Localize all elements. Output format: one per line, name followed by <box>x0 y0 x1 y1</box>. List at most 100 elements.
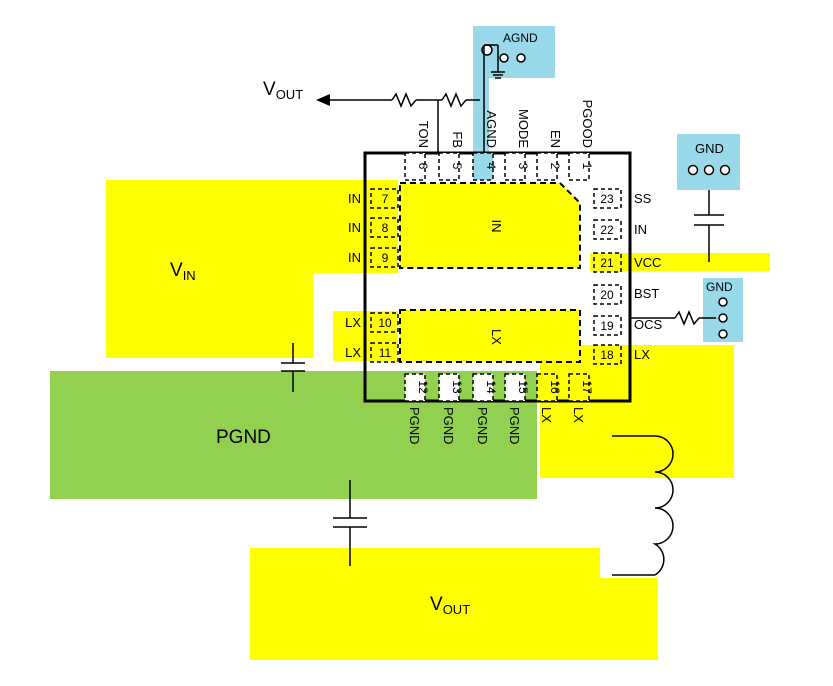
gnd-top-pin-2 <box>703 164 715 176</box>
vin-copper-bridge <box>263 273 313 358</box>
pin-6-name: TON <box>416 121 431 148</box>
pin-13-number: 13 <box>450 380 464 394</box>
pin-16-number: 16 <box>548 380 562 394</box>
pin-15-number: 15 <box>516 380 530 394</box>
pin-23-name: SS <box>634 191 652 206</box>
pin-22-number: 22 <box>600 223 614 237</box>
pin-12-name: PGND <box>407 407 422 445</box>
ic-package-outline <box>363 151 632 403</box>
resistor-1 <box>391 92 417 108</box>
gnd-right-pin-1 <box>718 297 728 307</box>
pin-12-pad <box>404 373 426 402</box>
pin-19-number: 19 <box>600 319 614 333</box>
in-pad-label: IN <box>489 220 504 233</box>
pin-20-pad <box>593 284 622 305</box>
pin-11-name: LX <box>345 345 361 360</box>
pin-2-name: EN <box>548 130 563 148</box>
pin-8-name: IN <box>348 220 361 235</box>
pin-19-name: OCS <box>634 317 663 332</box>
pin-16-pad <box>536 373 558 402</box>
in-exposed-pad <box>399 182 581 269</box>
pin-10-name: LX <box>345 315 361 330</box>
pin-21-name: VCC <box>634 255 661 270</box>
pin-20-name: BST <box>634 286 659 301</box>
pin-16-name: LX <box>539 407 554 423</box>
pin-9-name: IN <box>348 250 361 265</box>
agnd-pin-3 <box>516 53 526 63</box>
pin-8-pad <box>370 217 399 238</box>
pin-12-number: 12 <box>416 380 430 394</box>
vin-label: VIN <box>170 260 196 283</box>
pin-11-number: 11 <box>379 346 392 360</box>
pgnd-label: PGND <box>216 427 271 448</box>
pin-21-pad <box>593 252 622 273</box>
pin-9-number: 9 <box>382 251 389 265</box>
vout-top-label: VOUT <box>263 79 303 102</box>
lx-copper-right <box>540 345 734 478</box>
gnd-connector-1-label: GND <box>695 141 724 156</box>
pin-7-number: 7 <box>382 192 389 206</box>
pin-5-name: FB <box>450 131 465 148</box>
gnd-right-pin-3 <box>718 329 728 339</box>
pin-4-number: 4 <box>484 163 498 170</box>
pin-22-name: IN <box>634 222 647 237</box>
vout-copper-notch <box>600 548 658 578</box>
pin-14-number: 14 <box>484 380 498 394</box>
pin-15-pad <box>504 373 526 402</box>
pin-20-number: 20 <box>600 288 614 302</box>
pin-18-name: LX <box>634 347 650 362</box>
pin-4-pad <box>472 152 494 181</box>
gnd-top-pin-3 <box>719 164 731 176</box>
pin-7-name: IN <box>348 191 361 206</box>
pin-13-pad <box>438 373 460 402</box>
resistor-ocs <box>674 310 700 326</box>
pin-8-number: 8 <box>382 221 389 235</box>
gnd-connector-2-label: GND <box>706 280 733 294</box>
pin-3-number: 3 <box>516 163 530 170</box>
pin-22-pad <box>593 219 622 240</box>
agnd-pin-2 <box>499 53 509 63</box>
agnd-connector-label: AGND <box>503 31 538 45</box>
pin-18-number: 18 <box>600 348 614 362</box>
lx-exposed-pad <box>399 309 581 363</box>
pin-1-name: PGOOD <box>580 100 595 148</box>
pin-13-name: PGND <box>441 407 456 445</box>
vout-copper-pour <box>250 548 658 660</box>
vout-bottom-label: VOUT <box>430 594 470 617</box>
pin-18-pad <box>593 344 622 365</box>
resistor-2 <box>441 92 467 108</box>
vin-copper-pour <box>106 180 263 358</box>
pin-17-pad <box>568 373 590 402</box>
pin-10-pad <box>370 312 399 333</box>
pin-6-pad <box>404 152 426 181</box>
pin-1-number: 1 <box>580 163 594 170</box>
gnd-right-pin-2 <box>718 313 728 323</box>
vout-arrow-icon <box>316 94 330 106</box>
pin-1-pad <box>568 152 590 181</box>
pin-2-number: 2 <box>548 163 562 170</box>
pin-23-number: 23 <box>600 192 614 206</box>
gnd-top-pin-1 <box>687 164 699 176</box>
pin-23-pad <box>593 188 622 209</box>
inductor <box>652 435 674 576</box>
pin-17-name: LX <box>571 407 586 423</box>
pin-21-number: 21 <box>600 256 614 270</box>
pin-15-name: PGND <box>507 407 522 445</box>
pin-14-name: PGND <box>475 407 490 445</box>
pin-19-pad <box>593 315 622 336</box>
pin-5-number: 5 <box>450 163 464 170</box>
pin-9-pad <box>370 247 399 268</box>
pin-6-number: 6 <box>416 163 430 170</box>
pin-2-pad <box>536 152 558 181</box>
pin-5-pad <box>438 152 460 181</box>
pin-4-name: AGND <box>484 110 499 148</box>
pin-3-pad <box>504 152 526 181</box>
pin-11-pad <box>370 342 399 363</box>
pin-3-name: MODE <box>516 109 531 148</box>
pin-7-pad <box>370 188 399 209</box>
pin-17-number: 17 <box>580 380 594 394</box>
pin-14-pad <box>472 373 494 402</box>
lx-pad-label: LX <box>489 329 504 345</box>
